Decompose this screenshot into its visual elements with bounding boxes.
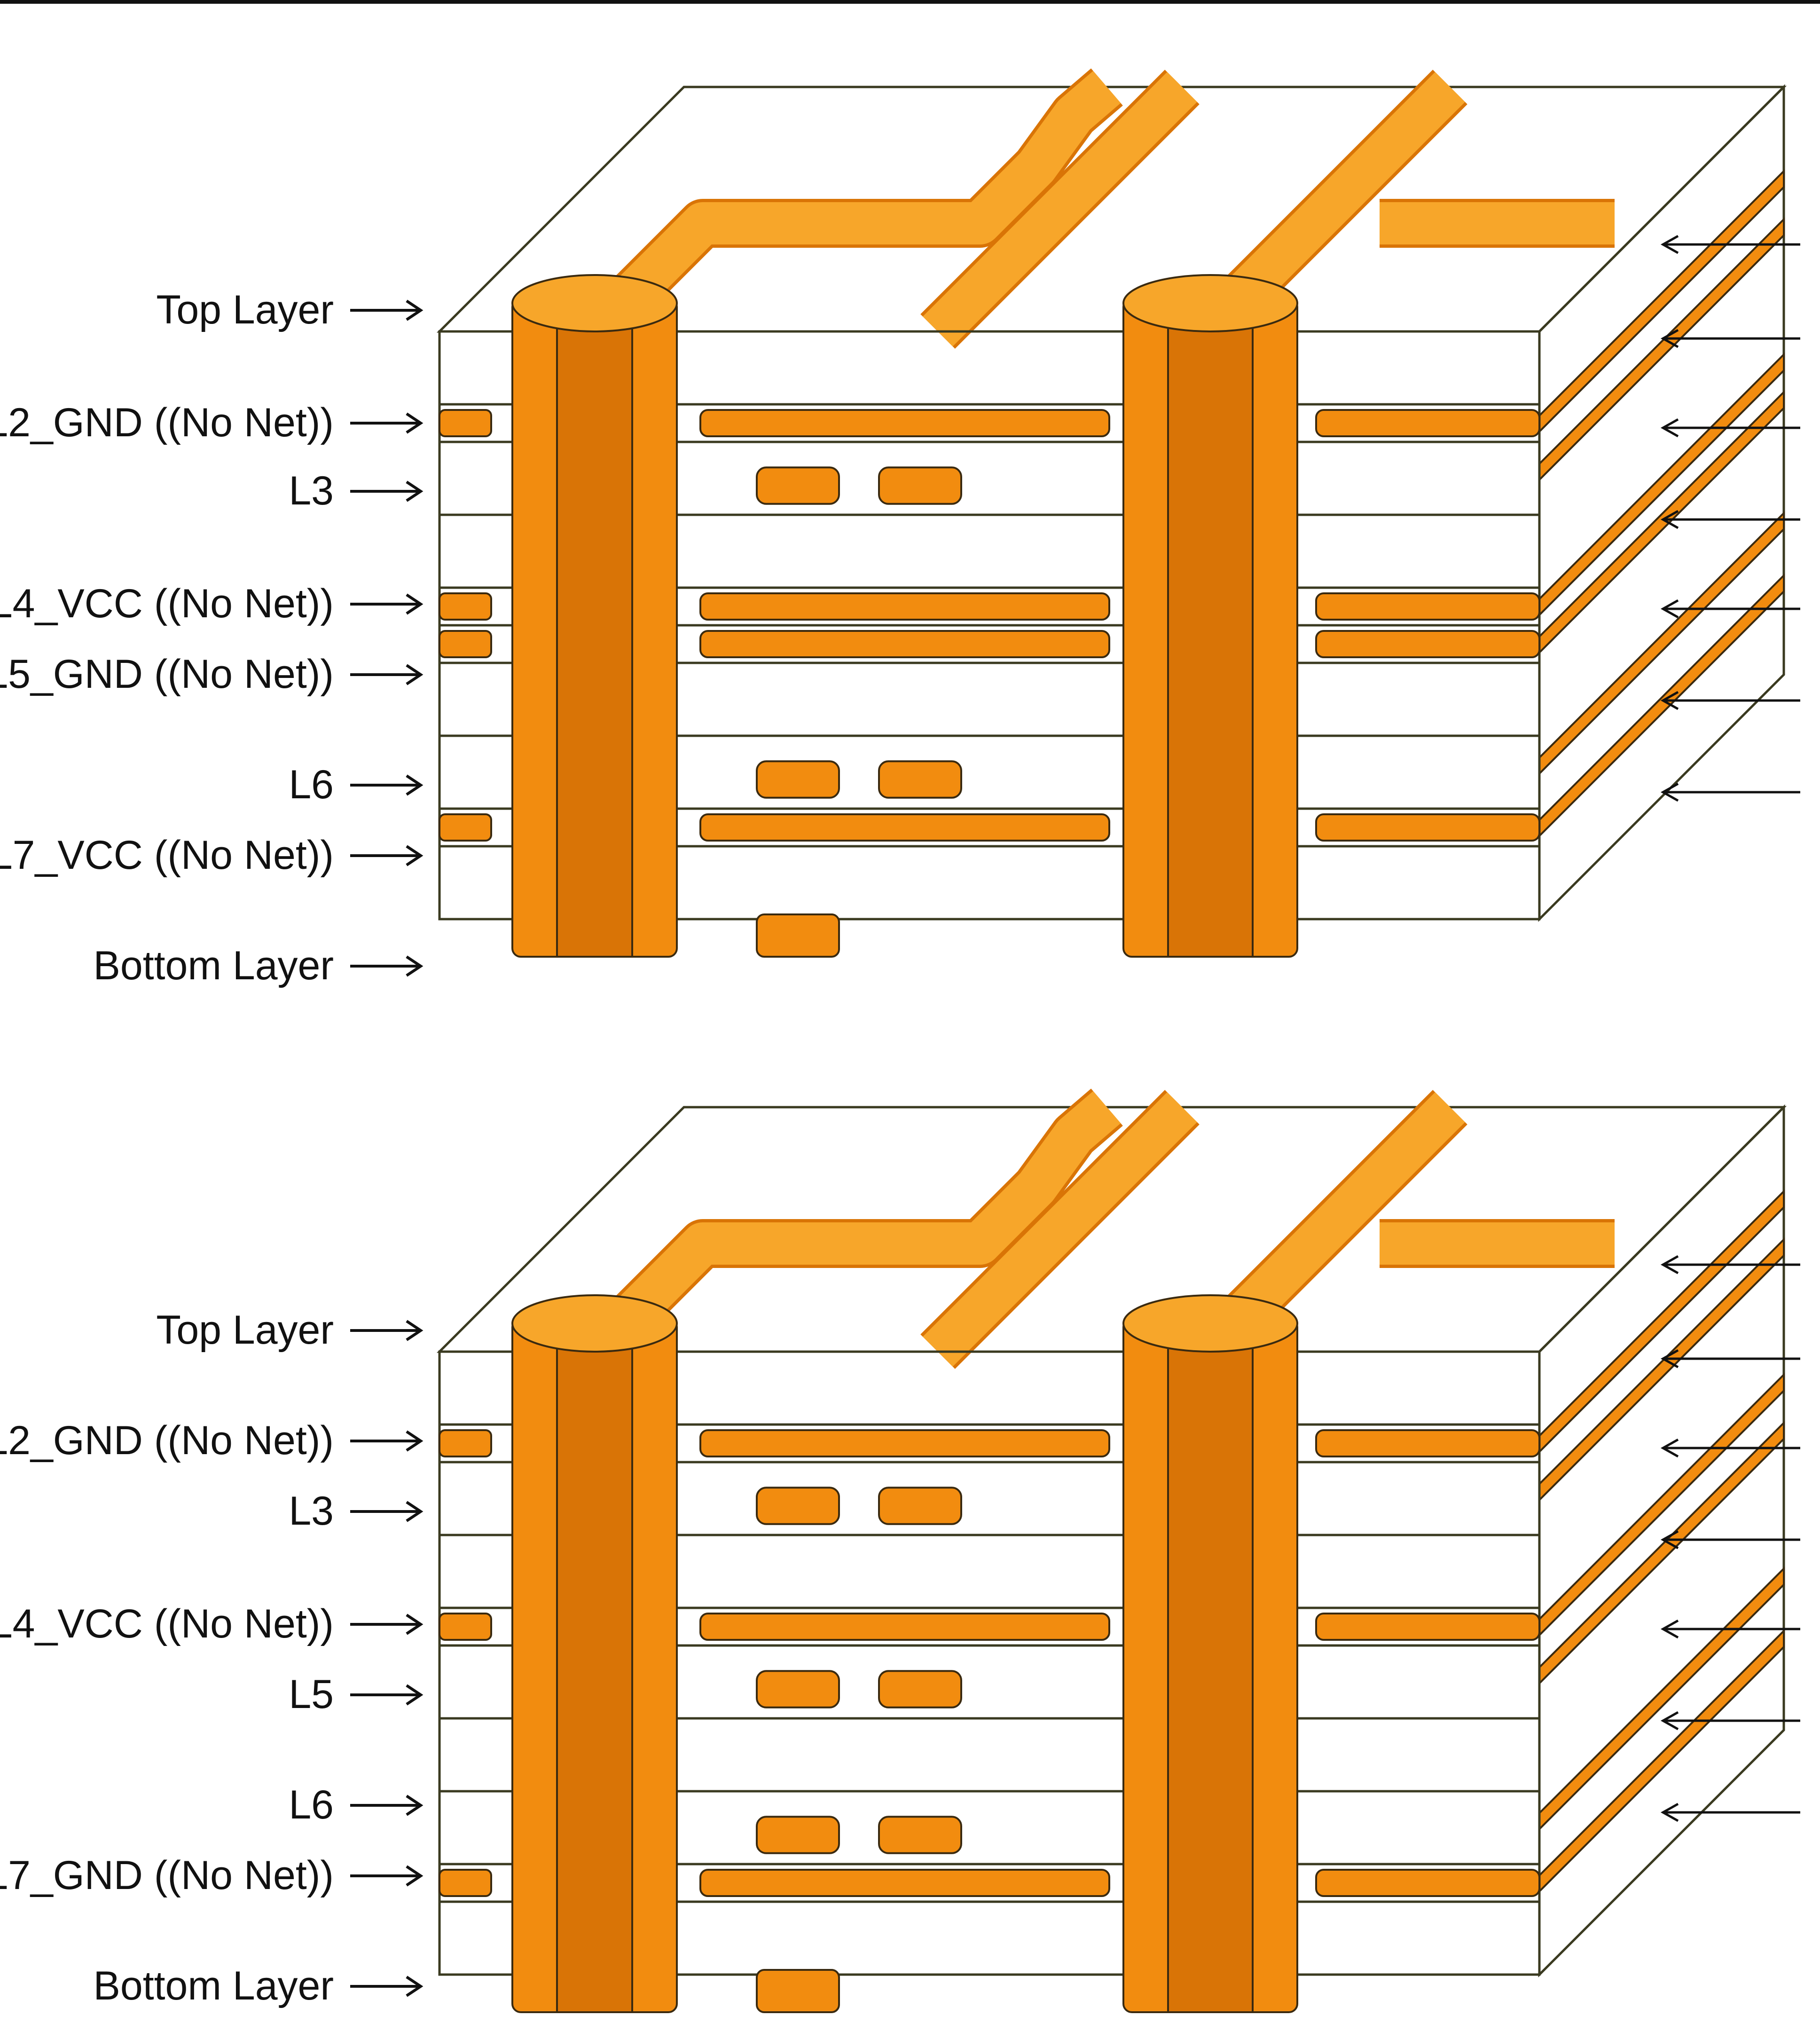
plane-segment xyxy=(699,813,1110,842)
label-arrow-head xyxy=(406,412,424,434)
label-arrow-head xyxy=(406,1976,424,1997)
via-hole-2 xyxy=(1167,1332,1254,2013)
label-arrow-head xyxy=(406,1795,424,1816)
side-copper-stripe xyxy=(1538,511,1785,776)
layer-label: L7_VCC ((No Net)) xyxy=(0,833,334,878)
signal-pad xyxy=(756,760,840,799)
plane-segment xyxy=(699,1429,1110,1457)
plane-segment xyxy=(699,592,1110,621)
label-arrow-head xyxy=(406,593,424,615)
side-arrow-head xyxy=(1660,691,1679,710)
side-arrow-head xyxy=(1660,235,1679,254)
layer-label: L4_VCC ((No Net)) xyxy=(0,581,334,626)
plane-segment xyxy=(439,592,492,621)
signal-pad xyxy=(756,1670,840,1708)
signal-pad xyxy=(878,760,962,799)
side-arrow-head xyxy=(1660,1438,1679,1458)
via-pad-top-1 xyxy=(511,1294,678,1353)
plane-segment xyxy=(1315,409,1540,437)
plane-segment xyxy=(439,1869,492,1897)
layer-label: L5_GND ((No Net)) xyxy=(0,652,334,697)
plane-segment xyxy=(439,813,492,842)
signal-pad xyxy=(756,1487,840,1525)
signal-pad xyxy=(878,1816,962,1854)
side-arrow-head xyxy=(1660,1619,1679,1639)
layer-label: L3 xyxy=(289,468,334,513)
side-arrow-head xyxy=(1660,329,1679,348)
plane-segment xyxy=(439,1429,492,1457)
via-hole-1 xyxy=(556,1332,633,2013)
label-arrow-head xyxy=(406,845,424,866)
signal-pad xyxy=(756,466,840,505)
side-arrow-head xyxy=(1660,418,1679,438)
side-arrow-head xyxy=(1660,510,1679,529)
signal-pad xyxy=(878,466,962,505)
via-pad-top-2 xyxy=(1122,274,1298,332)
side-arrow-head xyxy=(1660,1349,1679,1369)
layer-label: L2_GND ((No Net)) xyxy=(0,1418,334,1463)
bottom-pad xyxy=(756,913,840,958)
plane-segment xyxy=(1315,1429,1540,1457)
via-hole-1 xyxy=(556,312,633,958)
layer-label: L7_GND ((No Net)) xyxy=(0,1853,334,1898)
prepreg-layer xyxy=(438,845,1541,921)
layer-label: L5 xyxy=(289,1672,334,1717)
plane-segment xyxy=(699,1613,1110,1641)
label-arrow-head xyxy=(406,1501,424,1522)
via-hole-2 xyxy=(1167,312,1254,958)
plane-segment xyxy=(1315,813,1540,842)
layer-label: Bottom Layer xyxy=(94,1963,334,2008)
plane-segment xyxy=(1315,1613,1540,1641)
side-arrow-head xyxy=(1660,1711,1679,1731)
side-copper-stripe xyxy=(1538,1566,1785,1832)
layer-label: L6 xyxy=(289,1782,334,1827)
side-arrow-head xyxy=(1660,782,1679,802)
layer-label: L2_GND ((No Net)) xyxy=(0,400,334,445)
surface-trace-2 xyxy=(923,72,1197,346)
label-arrow-head xyxy=(406,1614,424,1635)
via-pad-top-1 xyxy=(511,274,678,332)
surface-trace-1 xyxy=(580,1091,1121,1367)
plane-segment xyxy=(1315,1869,1540,1897)
label-arrow-head xyxy=(406,664,424,685)
layer-label: L3 xyxy=(289,1488,334,1534)
label-arrow-head xyxy=(406,299,424,321)
signal-pad xyxy=(878,1670,962,1708)
label-arrow-head xyxy=(406,1320,424,1341)
plane-segment xyxy=(1315,630,1540,658)
plane-segment xyxy=(699,630,1110,658)
layer-label: L4_VCC ((No Net)) xyxy=(0,1601,334,1646)
signal-pad xyxy=(878,1487,962,1525)
via-pad-top-2 xyxy=(1122,1294,1298,1353)
label-arrow-head xyxy=(406,774,424,796)
label-arrow-head xyxy=(406,1865,424,1887)
surface-trace-2 xyxy=(923,1092,1197,1367)
layer-label: Top Layer xyxy=(156,1307,334,1353)
side-arrow-head xyxy=(1660,1255,1679,1275)
plane-segment xyxy=(439,630,492,658)
layer-label: Bottom Layer xyxy=(94,943,334,988)
layer-label: L6 xyxy=(289,762,334,807)
surface-trace-1 xyxy=(580,71,1121,346)
plane-segment xyxy=(699,409,1110,437)
bottom-pad xyxy=(756,1969,840,2013)
side-arrow-head xyxy=(1660,1803,1679,1822)
label-arrow-head xyxy=(406,1430,424,1452)
plane-segment xyxy=(439,1613,492,1641)
label-arrow-head xyxy=(406,955,424,977)
side-arrow-head xyxy=(1660,1530,1679,1550)
plane-segment xyxy=(1315,592,1540,621)
signal-pad xyxy=(756,1816,840,1854)
plane-segment xyxy=(439,409,492,437)
label-arrow-head xyxy=(406,1684,424,1706)
layer-label: Top Layer xyxy=(156,287,334,332)
side-arrow-head xyxy=(1660,599,1679,619)
plane-segment xyxy=(699,1869,1110,1897)
prepreg-layer xyxy=(438,1900,1541,1976)
label-arrow-head xyxy=(406,480,424,502)
